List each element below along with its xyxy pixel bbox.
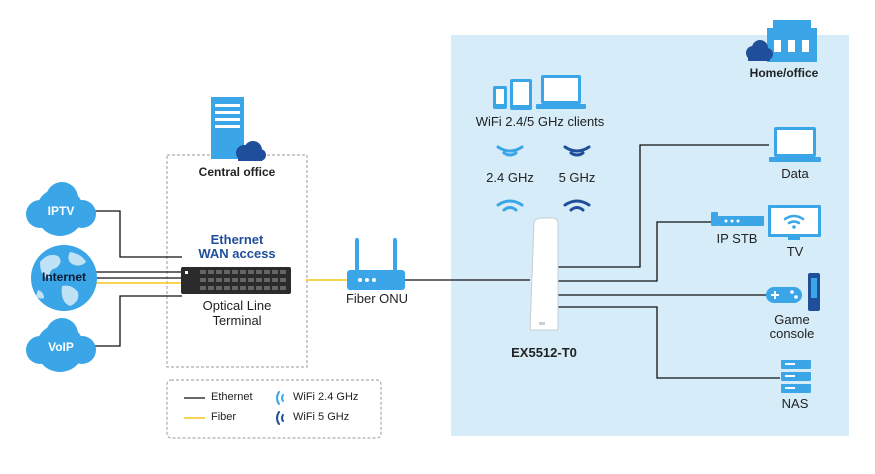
data-laptop-icon: [769, 127, 821, 162]
legend-wifi-5-label: WiFi 5 GHz: [293, 411, 350, 423]
fiber-links: [92, 279, 348, 284]
legend-wifi-24-label: WiFi 2.4 GHz: [293, 391, 359, 403]
iptv-cloud-icon: [26, 182, 96, 236]
ethernet-wan-label-line1: Ethernet: [210, 232, 264, 247]
tv-label: TV: [786, 244, 804, 259]
ethernet-links: [92, 144, 780, 379]
legend-box: [166, 379, 382, 439]
band-5-label: 5 GHz: [558, 170, 596, 185]
ip-stb-label: IP STB: [716, 231, 758, 246]
band-24-label: 2.4 GHz: [486, 170, 534, 185]
central-office-server-icon: [211, 97, 266, 161]
nas-icon: [781, 360, 811, 393]
central-office-box: [166, 154, 308, 368]
game-console-icon: [766, 273, 820, 311]
wifi-clients-icons: [493, 75, 586, 110]
legend-fiber-label: Fiber: [211, 411, 237, 423]
fiber-onu-icon: [347, 238, 405, 290]
nas-link: [558, 306, 780, 379]
olt-label-line1: Optical Line: [202, 298, 272, 313]
home-office-building-icon: [746, 20, 817, 62]
wifi-24-upper-icon: [496, 145, 524, 157]
legend-ethernet-label: Ethernet: [211, 391, 253, 403]
legend-wifi-24-icon: [276, 391, 284, 405]
nas-label: NAS: [781, 396, 809, 411]
internet-globe-icon: [31, 245, 97, 311]
game-console-label-line2: console: [769, 326, 815, 341]
central-office-label: Central office: [198, 165, 276, 179]
stb-link: [558, 221, 712, 282]
olt-device-icon: [181, 267, 291, 294]
ethernet-wan-label-line2: WAN access: [198, 246, 276, 261]
wifi-5-lower-icon: [563, 199, 591, 212]
wifi-5-upper-icon: [563, 145, 591, 157]
router-icon: [529, 217, 559, 331]
legend-wifi-5-icon: [276, 411, 284, 425]
game-console-label-line1: Game: [774, 312, 810, 327]
data-label: Data: [781, 166, 809, 181]
home-office-label: Home/office: [749, 66, 819, 80]
data-link: [558, 144, 769, 268]
voip-link: [92, 295, 182, 347]
iptv-label: IPTV: [47, 204, 75, 218]
voip-label: VoIP: [48, 340, 74, 354]
voip-cloud-icon: [26, 318, 96, 372]
ip-stb-icon: [711, 212, 764, 226]
iptv-link: [92, 210, 182, 258]
wifi-24-lower-icon: [496, 199, 524, 212]
tv-icon: [768, 205, 821, 240]
fiber-onu-label: Fiber ONU: [345, 291, 409, 306]
olt-label-line2: Terminal: [212, 313, 262, 328]
wifi-clients-label: WiFi 2.4/5 GHz clients: [475, 114, 605, 129]
router-label: EX5512-T0: [511, 345, 577, 360]
internet-label: Internet: [41, 270, 87, 284]
